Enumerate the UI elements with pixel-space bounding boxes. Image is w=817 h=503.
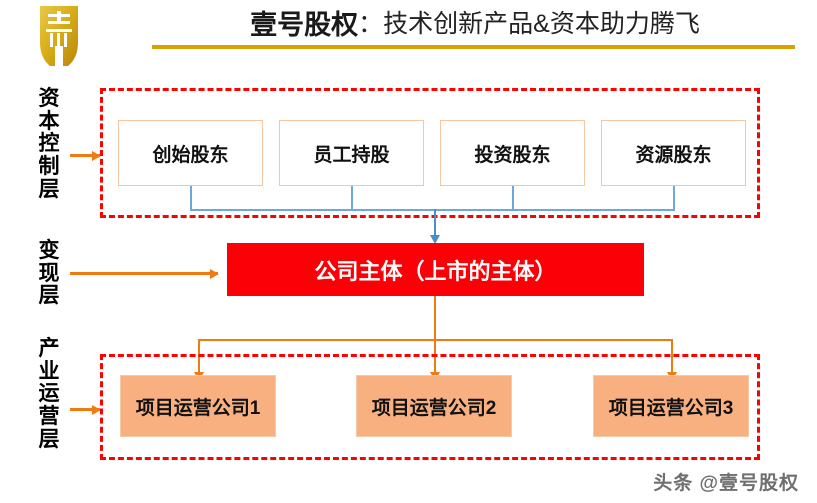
- main-entity-box[interactable]: 公司主体（上市的主体）: [227, 243, 644, 296]
- industry-operation-region: [100, 354, 760, 460]
- arrow-right-icon-capital: [70, 150, 101, 161]
- operating-company-box-2[interactable]: 项目运营公司2: [356, 375, 512, 437]
- connector-arrow-to-main-entity: [429, 209, 440, 244]
- shareholder-box-employee[interactable]: 员工持股: [279, 120, 424, 186]
- capital-control-region: [100, 88, 760, 218]
- arrow-right-icon-monetization: [70, 268, 219, 279]
- connector-line-investment: [512, 186, 514, 210]
- operating-company-box-1[interactable]: 项目运营公司1: [120, 375, 276, 437]
- page-title-brand: 壹号股权: [250, 9, 359, 40]
- page-title: 壹号股权：技术创新产品&资本助力腾飞: [150, 2, 800, 42]
- layer-label-capital-control: 资本控制层: [38, 87, 60, 201]
- connector-busbar-shareholders: [190, 209, 675, 211]
- slide-header: 壹号股权：技术创新产品&资本助力腾飞: [0, 0, 817, 72]
- watermark-text: 头条 @壹号股权: [653, 473, 799, 494]
- layer-label-industry-operation: 产业运营层: [38, 337, 60, 451]
- arrow-right-icon-industry: [70, 404, 101, 415]
- gold-seal-logo-icon: [30, 2, 88, 70]
- operating-company-box-3[interactable]: 项目运营公司3: [593, 375, 749, 437]
- shareholder-box-investment[interactable]: 投资股东: [440, 120, 585, 186]
- connector-stem-main-entity: [434, 296, 436, 340]
- title-underline-rule: [152, 45, 795, 49]
- page-title-subtitle: ：技术创新产品&资本助力腾飞: [358, 10, 700, 38]
- shareholder-box-resource[interactable]: 资源股东: [601, 120, 746, 186]
- layer-label-monetization: 变现层: [38, 239, 60, 308]
- connector-line-employee: [351, 186, 353, 210]
- connector-line-resource: [673, 186, 675, 210]
- shareholder-box-founding[interactable]: 创始股东: [118, 120, 263, 186]
- connector-line-founding: [190, 186, 192, 210]
